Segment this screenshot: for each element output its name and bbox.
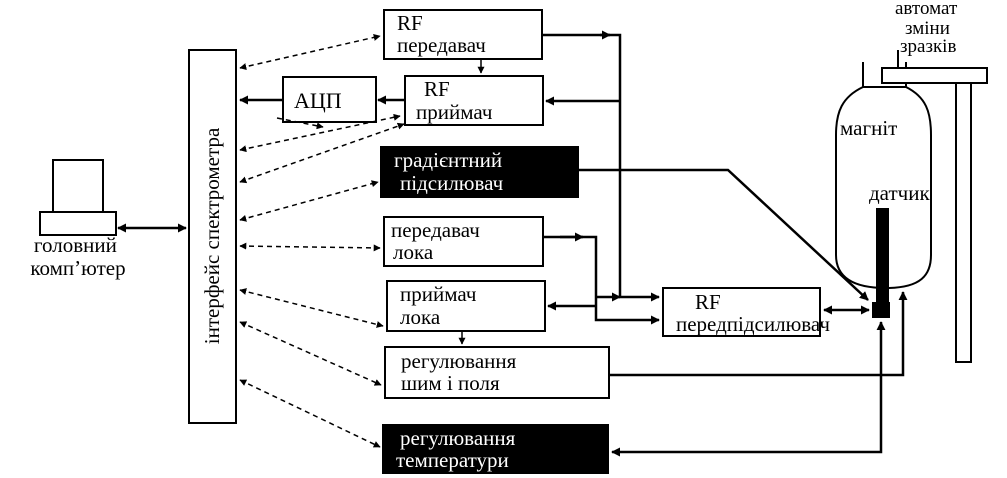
signal-transmitter-preamp bbox=[543, 33, 660, 302]
computer-label-line1: головний bbox=[34, 233, 117, 257]
signal-lock-transmitter-preamp bbox=[543, 235, 660, 325]
probe-icon bbox=[876, 208, 889, 303]
probe-head-icon bbox=[872, 302, 890, 318]
control-link-lock-transmitter bbox=[239, 242, 381, 252]
control-link-temperature bbox=[239, 379, 381, 448]
lock-transmitter-label: передавач лока bbox=[391, 218, 485, 264]
temperature-label: регулювання температури bbox=[396, 426, 521, 472]
spectrometer-interface-label: інтерфейс спектрометра bbox=[200, 127, 224, 344]
signal-gradient-probe bbox=[578, 168, 869, 301]
rf-transmitter-box bbox=[383, 9, 543, 60]
probe-label: датчик bbox=[869, 181, 930, 205]
sample-changer-icon bbox=[881, 50, 988, 363]
control-links bbox=[239, 33, 405, 448]
control-link-lock-receiver bbox=[239, 288, 384, 328]
shim-field-label: регулювання шим і поля bbox=[401, 349, 522, 395]
spectrometer-interface-box bbox=[188, 49, 237, 424]
lock-receiver-label: приймач лока bbox=[400, 282, 482, 329]
magnet-label: магніт bbox=[840, 116, 897, 140]
control-link-rf-receiver-2 bbox=[239, 122, 405, 184]
rf-receiver-label: RF приймач bbox=[416, 77, 493, 124]
sample-changer-label: автомат зміни зразків bbox=[895, 0, 962, 57]
rf-receiver-box bbox=[404, 75, 544, 126]
computer-icon bbox=[39, 159, 117, 236]
computer-label: головний комп’ютер bbox=[30, 233, 125, 280]
adc-label: АЦП bbox=[294, 88, 342, 113]
shim-field-box bbox=[384, 346, 610, 399]
internal-links bbox=[458, 60, 485, 345]
signal-temperature-probe bbox=[611, 321, 886, 457]
control-link-gradient bbox=[239, 180, 379, 222]
control-link-shim bbox=[239, 321, 382, 386]
rf-transmitter-label: RF передавач bbox=[397, 11, 486, 57]
lock-receiver-box bbox=[386, 280, 546, 332]
temperature-box bbox=[382, 424, 609, 474]
gradient-amplifier-label: градієнтний підсилювач bbox=[394, 148, 507, 195]
signal-links bbox=[239, 30, 908, 457]
lock-transmitter-box bbox=[383, 216, 544, 267]
computer-label-line2: комп’ютер bbox=[30, 256, 125, 280]
control-link-rf-transmitter bbox=[239, 33, 381, 71]
